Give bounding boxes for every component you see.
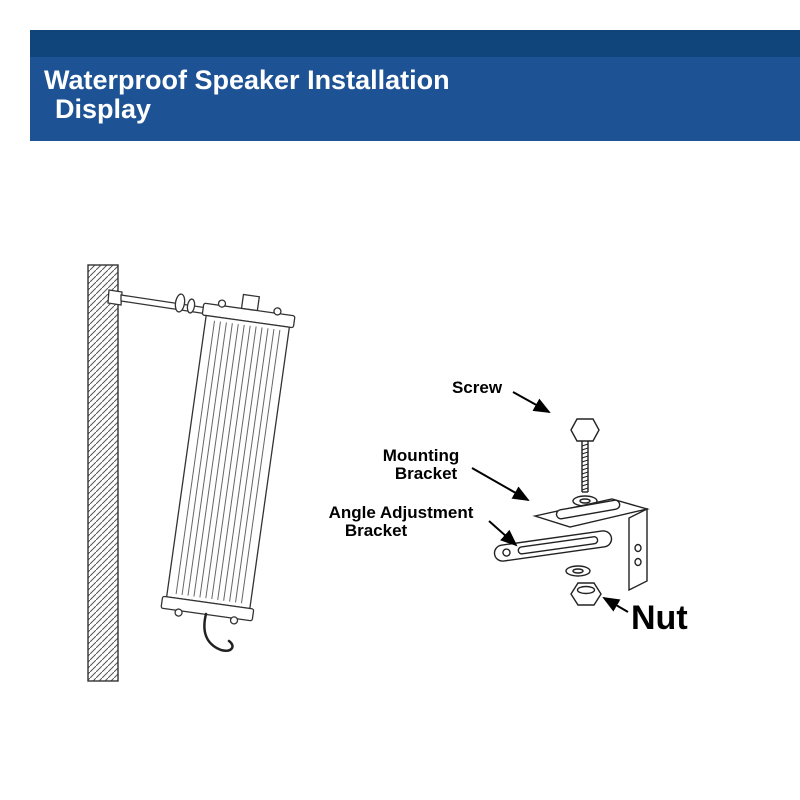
label-angle-bracket-line1: Angle Adjustment — [329, 503, 474, 522]
wall — [87, 264, 119, 682]
label-mounting-bracket-line2: Bracket — [395, 464, 458, 483]
angle-bracket-arrow — [488, 520, 518, 547]
speaker-grille — [175, 320, 281, 604]
mounting-bracket — [532, 498, 650, 592]
screw-arrow — [512, 391, 551, 413]
nut-arrow — [602, 596, 629, 613]
label-mounting-bracket-line1: Mounting — [383, 446, 459, 465]
banner-top-strip — [30, 30, 800, 57]
speaker-cable — [203, 612, 234, 652]
washer-bottom — [565, 565, 591, 577]
banner-title-line1: Waterproof Speaker Installation — [44, 65, 450, 95]
mounting-bracket-arrow — [471, 467, 530, 501]
screw — [570, 418, 600, 493]
angle-adjustment-bracket — [493, 530, 613, 562]
label-screw: Screw — [452, 378, 503, 397]
banner-title-line2: Display — [55, 94, 152, 124]
wall-screw-assembly — [107, 289, 219, 317]
label-arrows — [471, 391, 629, 613]
nut — [570, 582, 602, 606]
banner: Waterproof Speaker Installation Display — [30, 57, 800, 141]
label-angle-bracket-line2: Bracket — [345, 521, 408, 540]
column-speaker — [160, 293, 296, 625]
label-nut: Nut — [631, 599, 688, 637]
